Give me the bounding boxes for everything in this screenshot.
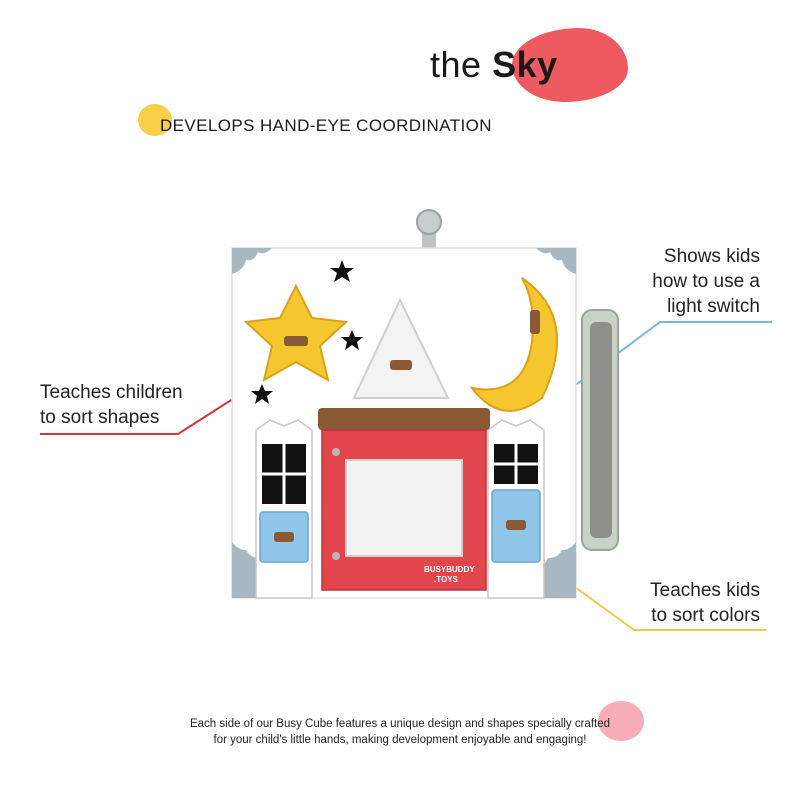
callout-line: to sort shapes <box>40 407 160 428</box>
title-blob-decoration <box>512 28 628 102</box>
callout-line: how to use a <box>652 271 760 292</box>
callout-sort-colors: Teaches kids to sort colors <box>650 578 760 628</box>
callout-line: Shows kids <box>663 246 760 267</box>
triangle-handle <box>390 360 412 370</box>
brand-title: the Sky <box>420 20 628 102</box>
title-word-sky: Sky <box>492 44 558 85</box>
triangle-icon <box>352 297 450 399</box>
drawer-handle <box>506 520 526 530</box>
tagline-block: DEVELOPS HAND-EYE COORDINATION <box>138 100 558 140</box>
corner-top-left <box>232 248 272 274</box>
footer-line: for your child's little hands, making de… <box>213 734 587 746</box>
side-panel-inset <box>590 322 612 538</box>
callout-line: to sort colors <box>651 605 760 626</box>
moon-handle <box>530 310 540 334</box>
hinge-screw <box>332 448 340 456</box>
corner-top-right <box>536 248 576 274</box>
tagline: DEVELOPS HAND-EYE COORDINATION <box>160 116 492 135</box>
callout-line: Teaches kids <box>650 580 760 601</box>
page-title: the Sky <box>430 44 558 86</box>
footer-blob-decoration <box>598 701 644 741</box>
drawer-handle <box>274 532 294 542</box>
top-latch-knob <box>416 209 442 235</box>
star-icon <box>341 330 363 350</box>
star-icon <box>251 384 273 404</box>
callout-line: light switch <box>667 296 760 317</box>
callout-sort-shapes: Teaches children to sort shapes <box>40 380 183 430</box>
callout-light-switch: Shows kids how to use a light switch <box>652 244 760 319</box>
callout-line: Teaches children <box>40 382 183 403</box>
yellow-star-piece <box>243 283 349 382</box>
brand-text: BUSYBUDDY <box>424 565 475 574</box>
title-word-the: the <box>430 44 482 85</box>
tagline-blob-decoration <box>138 104 172 136</box>
footer-description: Each side of our Busy Cube features a un… <box>0 716 800 748</box>
star-icon <box>330 260 354 282</box>
hinge-screw <box>332 552 340 560</box>
door-frame-top <box>318 408 490 430</box>
star-handle <box>284 336 308 346</box>
busy-cube-illustration: BUSYBUDDY .TOYS <box>231 209 619 599</box>
footer-line: Each side of our Busy Cube features a un… <box>189 718 610 730</box>
brand-text: .TOYS <box>434 575 459 584</box>
light-switch-window <box>345 459 463 557</box>
